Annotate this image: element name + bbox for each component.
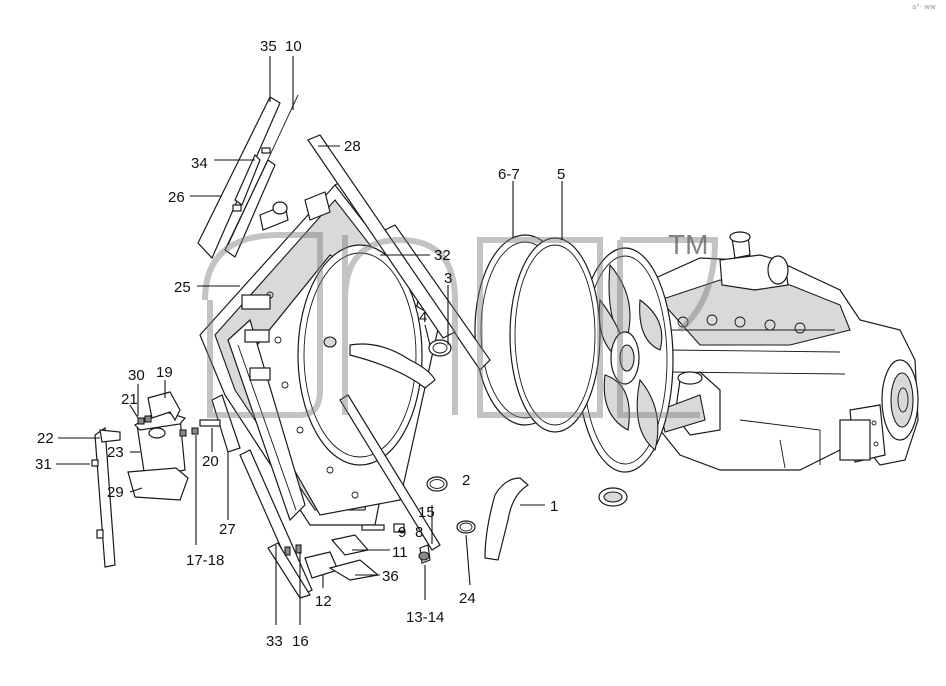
callout-36: 36 xyxy=(382,568,399,585)
callout-2: 2 xyxy=(462,472,470,489)
callout-23: 23 xyxy=(107,444,124,461)
callout-22: 22 xyxy=(37,430,54,447)
callout-1: 1 xyxy=(550,498,558,515)
callout-5: 5 xyxy=(557,166,565,183)
callout-17-18: 17-18 xyxy=(186,552,224,569)
callout-34: 34 xyxy=(191,155,208,172)
hose-clamp-3 xyxy=(428,339,452,357)
callout-30: 30 xyxy=(128,367,145,384)
callout-20: 20 xyxy=(202,453,219,470)
callout-32: 32 xyxy=(434,247,451,264)
callout-9: 9 xyxy=(398,524,406,541)
callout-16: 16 xyxy=(292,633,309,650)
stay-rod xyxy=(339,394,441,551)
expansion-tank xyxy=(91,391,189,568)
callout-31: 31 xyxy=(35,456,52,473)
callout-28: 28 xyxy=(344,138,361,155)
corner-mark: a°· ww xyxy=(912,3,936,11)
callout-24: 24 xyxy=(459,590,476,607)
callout-3: 3 xyxy=(444,270,452,287)
callout-11: 11 xyxy=(392,544,408,561)
callout-33: 33 xyxy=(266,633,283,650)
callout-6-7: 6-7 xyxy=(498,166,520,183)
callout-8: 8 xyxy=(415,524,423,541)
callout-10: 10 xyxy=(285,38,302,55)
lower-hose xyxy=(426,476,628,561)
engine-block xyxy=(612,231,919,471)
fasteners xyxy=(137,415,431,564)
callout-labels: 35 10 34 26 28 25 32 3 4 6-7 5 30 19 21 … xyxy=(35,38,565,650)
callout-15: 15 xyxy=(418,504,435,521)
fan-shroud-ring xyxy=(474,234,601,433)
side-seals xyxy=(197,94,456,599)
callout-25: 25 xyxy=(174,279,191,296)
callout-26: 26 xyxy=(168,189,185,206)
callout-12: 12 xyxy=(315,593,332,610)
leader-lines xyxy=(56,56,563,625)
callout-35: 35 xyxy=(260,38,277,55)
callout-4: 4 xyxy=(419,309,427,326)
callout-13-14: 13-14 xyxy=(406,609,444,626)
callout-29: 29 xyxy=(107,484,124,501)
trademark-label: TM xyxy=(668,229,708,260)
callout-27: 27 xyxy=(219,521,236,538)
callout-19: 19 xyxy=(156,364,173,381)
callout-21: 21 xyxy=(121,391,138,408)
watermark: TM xyxy=(202,229,719,418)
mount-brackets xyxy=(304,534,380,581)
